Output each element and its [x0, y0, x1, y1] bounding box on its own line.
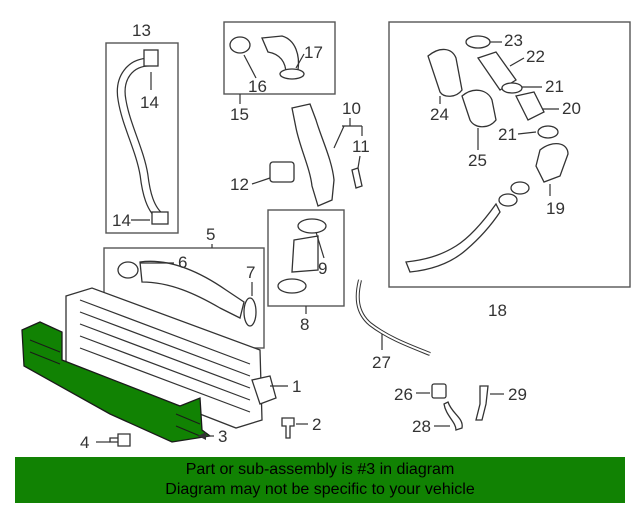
part-27-tube[interactable]: [355, 279, 431, 356]
part-2-bolt[interactable]: [281, 417, 295, 439]
callout-29: 29: [508, 385, 527, 404]
part-14-clamp-top[interactable]: [143, 49, 159, 67]
part-21-clamp-upper[interactable]: [501, 82, 523, 94]
banner-line-2: Diagram may not be specific to your vehi…: [165, 481, 475, 498]
callout-17: 17: [304, 43, 323, 62]
callout-11: 11: [352, 137, 370, 156]
callout-13: 13: [132, 21, 151, 40]
group-box-15: [223, 21, 336, 95]
callout-3: 3: [218, 427, 227, 446]
part-16-clamp[interactable]: [229, 36, 251, 54]
group-box-18: [388, 21, 631, 288]
banner-line-1: Part or sub-assembly is #3 in diagram: [185, 461, 455, 478]
part-3-air-guide[interactable]: [21, 321, 212, 443]
callout-26: 26: [394, 385, 413, 404]
part-18-pipe[interactable]: [405, 202, 501, 273]
callout-20: 20: [562, 99, 581, 118]
callout-5: 5: [206, 225, 215, 244]
part-22-hose[interactable]: [476, 51, 517, 91]
part-18-clamp-a[interactable]: [510, 181, 530, 195]
callout-7: 7: [246, 263, 255, 282]
callout-15: 15: [230, 105, 249, 124]
part-25-bellows[interactable]: [461, 89, 497, 128]
part-24-hose[interactable]: [427, 48, 463, 97]
part-9-clamp-top[interactable]: [297, 218, 327, 234]
callout-1: 1: [292, 377, 301, 396]
callout-27: 27: [372, 353, 391, 372]
callout-2: 2: [312, 415, 321, 434]
callout-14-top: 14: [140, 93, 159, 112]
part-9-clamp-bottom[interactable]: [277, 278, 307, 294]
callout-19: 19: [546, 199, 565, 218]
callout-4: 4: [80, 433, 89, 452]
part-5-hose[interactable]: [139, 260, 245, 319]
part-26-sensor[interactable]: [431, 383, 447, 399]
part-14-hose[interactable]: [116, 57, 165, 222]
callout-6: 6: [178, 253, 187, 272]
part-21-clamp-lower[interactable]: [537, 125, 559, 139]
part-19-hose[interactable]: [535, 143, 569, 183]
callout-12: 12: [230, 175, 249, 194]
part-14-clamp-bottom[interactable]: [151, 211, 169, 225]
part-29-hose[interactable]: [475, 385, 489, 421]
callout-23: 23: [504, 31, 523, 50]
part-11-bolt[interactable]: [351, 167, 363, 189]
part-10-pipe[interactable]: [291, 103, 335, 207]
part-28-hose[interactable]: [443, 401, 463, 431]
part-17-clamp[interactable]: [279, 68, 305, 80]
part-1-inlet[interactable]: [251, 375, 277, 405]
callout-10: 10: [342, 99, 361, 118]
part-8-hose[interactable]: [291, 235, 319, 273]
callout-8: 8: [300, 315, 309, 334]
part-6-clamp[interactable]: [117, 261, 139, 279]
callout-28: 28: [412, 417, 431, 436]
callout-24: 24: [430, 105, 449, 124]
part-18-clamp-b[interactable]: [498, 193, 518, 207]
part-20-coupler[interactable]: [515, 91, 545, 121]
callout-21-upper: 21: [545, 77, 564, 96]
part-17-hose[interactable]: [261, 35, 300, 75]
info-banner: Part or sub-assembly is #3 in diagram Di…: [15, 457, 625, 503]
part-7-clamp[interactable]: [243, 297, 257, 327]
callout-21-lower: 21: [498, 125, 517, 144]
callout-14-bottom: 14: [112, 211, 131, 230]
callout-25: 25: [468, 151, 487, 170]
part-12-sensor[interactable]: [269, 161, 295, 183]
part-4-bolt[interactable]: [109, 433, 131, 447]
callout-9: 9: [318, 259, 327, 278]
group-box-13: [105, 42, 179, 234]
callout-16: 16: [248, 77, 267, 96]
callout-18: 18: [488, 301, 507, 320]
callout-22: 22: [526, 47, 545, 66]
part-23-clamp[interactable]: [465, 35, 491, 49]
